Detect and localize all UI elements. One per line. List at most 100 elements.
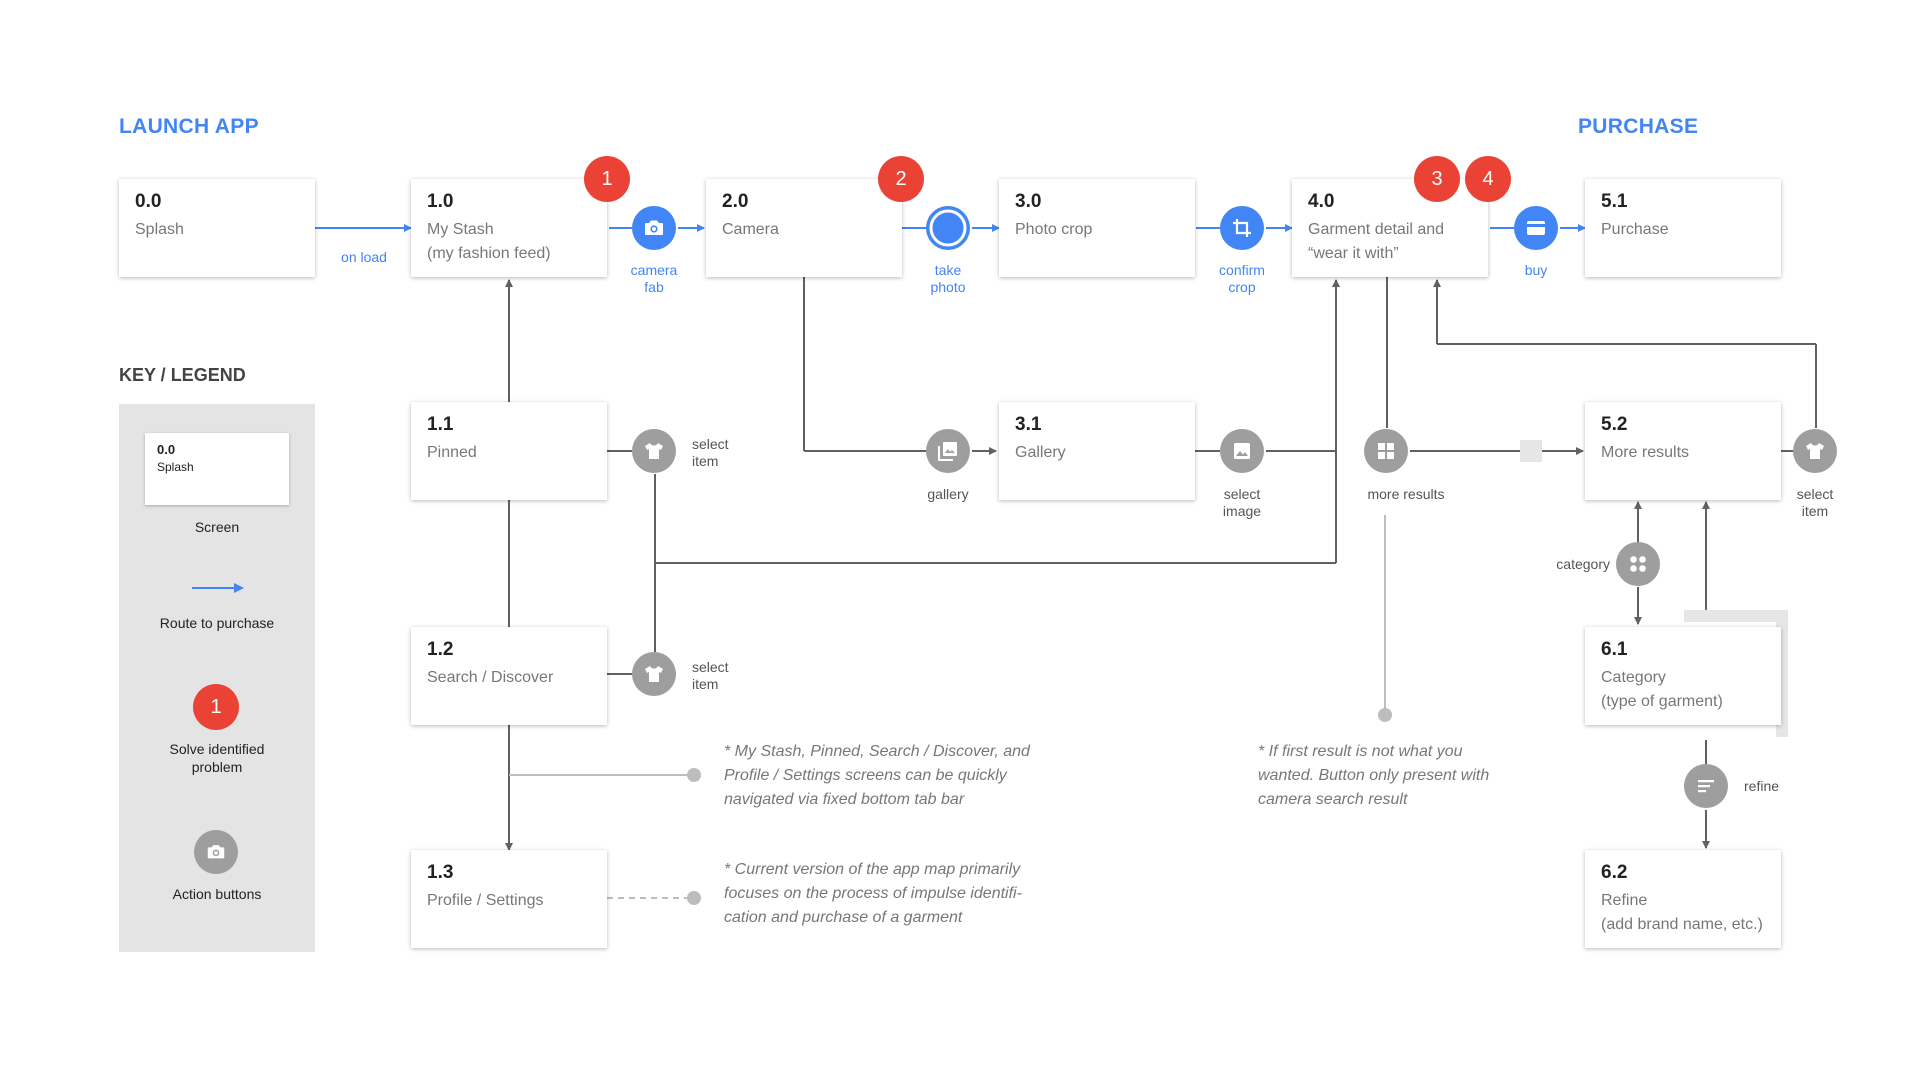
legend-title: KEY / LEGEND — [119, 365, 246, 385]
legend-screen-label: Screen — [194, 519, 240, 535]
shutter-icon — [929, 209, 967, 247]
screen-more-results[interactable]: 5.2 More results — [1585, 402, 1781, 500]
screen-search-discover[interactable]: 1.2 Search / Discover — [411, 627, 607, 725]
select-item-button[interactable] — [1793, 429, 1837, 473]
camera-fab-label: camera fab — [630, 262, 678, 295]
camera-icon — [207, 845, 225, 859]
select-item-button[interactable] — [632, 652, 676, 696]
camera-fab-button[interactable] — [632, 206, 676, 250]
screen-name: Camera — [722, 221, 779, 238]
legend-solve-label: Solve identified problem — [169, 741, 265, 775]
refine-button[interactable] — [1684, 764, 1728, 808]
navigation-lines — [505, 277, 1817, 851]
screen-number: 1.0 — [427, 191, 454, 212]
screen-my-stash[interactable]: 1.0 My Stash (my fashion feed) — [411, 179, 607, 277]
shirt-icon — [645, 443, 663, 459]
refine-label: refine — [1744, 778, 1780, 794]
screen-number: 0.0 — [135, 191, 162, 212]
gallery-label: gallery — [927, 486, 969, 502]
problem-badge-1: 1 — [584, 156, 630, 202]
screen-number: 2.0 — [722, 191, 749, 212]
screen-name: Gallery — [1015, 444, 1066, 461]
screen-number: 3.0 — [1015, 191, 1042, 212]
screen-number: 5.2 — [1601, 414, 1628, 435]
launch-app-title: LAUNCH APP — [119, 115, 259, 138]
screen-name: Splash — [135, 221, 184, 238]
select-image-label: select image — [1222, 486, 1262, 519]
problem-badge-3: 3 — [1414, 156, 1460, 202]
screen-name: Search / Discover — [427, 669, 554, 686]
more-results-button[interactable] — [1364, 429, 1408, 473]
buy-button[interactable] — [1514, 206, 1558, 250]
legend-route-arrow — [192, 583, 244, 593]
photo-library-icon — [938, 442, 957, 461]
note-dot — [1378, 708, 1392, 722]
screen-number: 1.1 — [427, 414, 454, 435]
credit-card-icon — [1527, 221, 1545, 235]
legend-problem-badge: 1 — [193, 684, 239, 730]
filter-icon — [1698, 780, 1714, 793]
screen-name: My Stash (my fashion feed) — [427, 221, 551, 262]
legend-action-label: Action buttons — [172, 886, 262, 902]
first-result-note: * If first result is not what you wanted… — [1258, 743, 1490, 808]
legend-route-label: Route to purchase — [159, 615, 275, 631]
more-results-label: more results — [1367, 486, 1445, 502]
screen-number: 1.2 — [427, 639, 454, 660]
screen-pinned[interactable]: 1.1 Pinned — [411, 402, 607, 500]
gallery-button[interactable] — [926, 429, 970, 473]
legend-action-button — [194, 830, 238, 874]
crop-icon — [1233, 219, 1251, 237]
screen-category[interactable]: 6.1 Category (type of garment) — [1585, 627, 1781, 725]
screen-number: 1.3 — [427, 862, 454, 883]
screen-number: 6.2 — [1601, 862, 1628, 883]
grid-icon — [1378, 443, 1394, 459]
select-item-label: select item — [692, 436, 729, 469]
select-item-label: select item — [1796, 486, 1834, 519]
screen-name: Pinned — [427, 444, 477, 461]
legend-screen-number: 0.0 — [157, 442, 176, 457]
category-label: category — [1556, 556, 1610, 572]
select-item-label: select item — [692, 659, 729, 692]
buy-label: buy — [1524, 262, 1548, 278]
shirt-icon — [1806, 443, 1824, 459]
confirm-crop-button[interactable] — [1220, 206, 1264, 250]
purchase-title: PURCHASE — [1578, 115, 1699, 138]
take-photo-button[interactable] — [926, 206, 970, 250]
image-icon — [1234, 443, 1250, 459]
screen-splash[interactable]: 0.0 Splash — [119, 179, 315, 277]
screen-name: Profile / Settings — [427, 892, 544, 909]
take-photo-label: take photo — [930, 262, 966, 295]
problem-badge-2: 2 — [878, 156, 924, 202]
screen-name: Category (type of garment) — [1601, 669, 1723, 710]
select-image-button[interactable] — [1220, 429, 1264, 473]
on-load-label: on load — [341, 249, 387, 265]
screen-purchase[interactable]: 5.1 Purchase — [1585, 179, 1781, 277]
screen-garment-detail[interactable]: 4.0 Garment detail and “wear it with” — [1292, 179, 1488, 277]
screen-profile-settings[interactable]: 1.3 Profile / Settings — [411, 850, 607, 948]
screen-number: 4.0 — [1308, 191, 1335, 212]
legend-screen-sample: 0.0 Splash — [145, 433, 289, 505]
screen-name: Purchase — [1601, 221, 1669, 238]
note-dot — [687, 891, 701, 905]
category-button[interactable] — [1616, 542, 1660, 586]
note-lines — [509, 515, 1386, 899]
screen-name: Garment detail and “wear it with” — [1308, 221, 1445, 262]
screen-name: Photo crop — [1015, 221, 1093, 238]
tab-bar-note: * My Stash, Pinned, Search / Discover, a… — [724, 743, 1030, 808]
screen-number: 6.1 — [1601, 639, 1628, 660]
screen-number: 5.1 — [1601, 191, 1628, 212]
placeholder-square — [1520, 440, 1542, 462]
problem-badge-4: 4 — [1465, 156, 1511, 202]
note-dot — [687, 768, 701, 782]
legend-screen-name: Splash — [157, 460, 194, 474]
screen-camera[interactable]: 2.0 Camera — [706, 179, 902, 277]
screen-photo-crop[interactable]: 3.0 Photo crop — [999, 179, 1195, 277]
select-item-button[interactable] — [632, 429, 676, 473]
shirt-icon — [645, 666, 663, 682]
screen-number: 3.1 — [1015, 414, 1042, 435]
screen-name: More results — [1601, 444, 1690, 461]
screen-gallery[interactable]: 3.1 Gallery — [999, 402, 1195, 500]
confirm-crop-label: confirm crop — [1219, 262, 1265, 295]
screen-refine[interactable]: 6.2 Refine (add brand name, etc.) — [1585, 850, 1781, 948]
